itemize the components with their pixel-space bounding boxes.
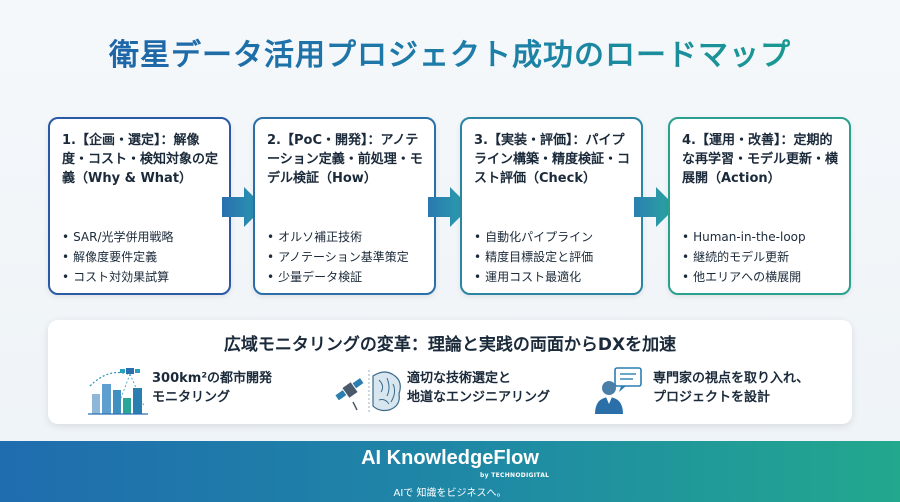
feature-line-1: 適切な技術選定と	[407, 371, 512, 386]
brand-byline: by TECHNODIGITAL	[480, 472, 550, 479]
step-heading: 2.【PoC・開発】：アノテーション定義・前処理・モデル検証（How）	[267, 133, 423, 186]
feature-line-1: 専門家の視点を取り入れ、	[653, 371, 810, 386]
step-heading: 3.【実装・評価】：パイプライン構築・精度検証・コスト評価（Check）	[474, 133, 631, 186]
step-card-2: 2.【PoC・開発】：アノテーション定義・前処理・モデル検証（How） オルソ補…	[253, 117, 436, 295]
list-item: 自動化パイプライン	[474, 227, 631, 247]
step-card-3: 3.【実装・評価】：パイプライン構築・精度検証・コスト評価（Check） 自動化…	[460, 117, 643, 295]
feature-line-1: 300km²の都市開発	[152, 371, 273, 386]
feature-line-2: 地道なエンジニアリング	[407, 390, 551, 405]
list-item: 精度目標設定と評価	[474, 247, 631, 267]
list-item: コスト対効果試算	[62, 267, 219, 287]
step-heading: 4.【運用・改善】：定期的な再学習・モデル更新・横展開（Action）	[682, 133, 839, 186]
arrow-right-icon	[634, 187, 676, 227]
list-item: 継続的モデル更新	[682, 247, 839, 267]
feature-text: 適切な技術選定と 地道なエンジニアリング	[407, 369, 587, 407]
step-list: Human-in-the-loop 継続的モデル更新 他エリアへの横展開	[682, 227, 839, 287]
step-list: 自動化パイプライン 精度目標設定と評価 運用コスト最適化	[474, 227, 631, 287]
satellite-city-icon	[88, 368, 148, 415]
footer-bar: AI KnowledgeFlow by TECHNODIGITAL AIで 知識…	[0, 441, 900, 502]
step-list: SAR/光学併用戦略 解像度要件定義 コスト対効果試算	[62, 227, 219, 287]
satellite-brain-icon	[335, 370, 401, 412]
list-item: 少量データ検証	[267, 267, 424, 287]
expert-presenter-icon	[595, 367, 642, 414]
feature-line-2: プロジェクトを設計	[653, 390, 771, 405]
list-item: 運用コスト最適化	[474, 267, 631, 287]
step-card-1: 1.【企画・選定】：解像度・コスト・検知対象の定義（Why & What） SA…	[48, 117, 231, 295]
step-heading: 1.【企画・選定】：解像度・コスト・検知対象の定義（Why & What）	[62, 133, 219, 186]
brand-tagline: AIで 知識をビジネスへ。	[393, 488, 507, 499]
list-item: 解像度要件定義	[62, 247, 219, 267]
list-item: アノテーション基準策定	[267, 247, 424, 267]
arrow-right-icon	[428, 187, 470, 227]
feature-text: 300km²の都市開発 モニタリング	[152, 369, 332, 407]
list-item: SAR/光学併用戦略	[62, 227, 219, 247]
list-item: オルソ補正技術	[267, 227, 424, 247]
panel-title: 広域モニタリングの変革：理論と実践の両面からDXを加速	[223, 335, 677, 355]
feature-line-2: モニタリング	[152, 390, 231, 405]
list-item: Human-in-the-loop	[682, 227, 839, 247]
list-item: 他エリアへの横展開	[682, 267, 839, 287]
step-card-4: 4.【運用・改善】：定期的な再学習・モデル更新・横展開（Action） Huma…	[668, 117, 851, 295]
step-list: オルソ補正技術 アノテーション基準策定 少量データ検証	[267, 227, 424, 287]
summary-panel: 広域モニタリングの変革：理論と実践の両面からDXを加速 300km²の都市開発 …	[48, 320, 852, 424]
brand-logo: AI KnowledgeFlow	[361, 447, 539, 469]
feature-text: 専門家の視点を取り入れ、 プロジェクトを設計	[653, 369, 833, 407]
page-title: 衛星データ活用プロジェクト成功のロードマップ	[0, 30, 900, 74]
